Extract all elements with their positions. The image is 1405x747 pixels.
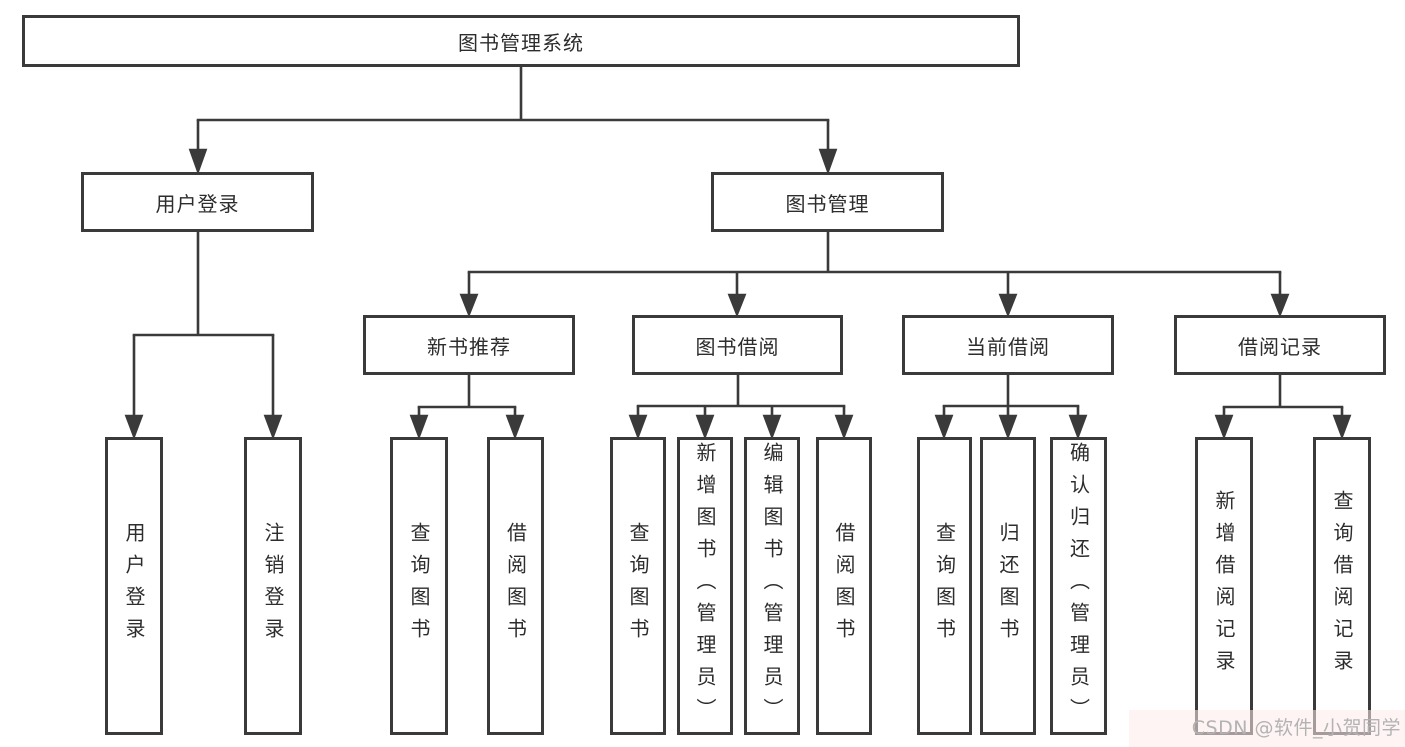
watermark: CSDN @软件_小贺同学 [1191,717,1401,739]
leaf-query-borrow-record: 查询借阅记录 [1313,437,1371,735]
node-root: 图书管理系统 [22,15,1020,67]
leaf-query-books-2: 查询图书 [610,437,666,735]
leaf-borrow-books-2: 借阅图书 [816,437,872,735]
node-user-login: 用户登录 [81,172,314,232]
leaf-add-borrow-record: 新增借阅记录 [1195,437,1253,735]
leaf-add-books-admin: 新增图书（管理员） [677,437,733,735]
leaf-logout: 注销登录 [244,437,302,735]
node-borrowing-records: 借阅记录 [1174,315,1386,375]
node-book-borrowing: 图书借阅 [632,315,843,375]
leaf-query-books-3: 查询图书 [917,437,972,735]
node-new-book-recommend: 新书推荐 [363,315,575,375]
leaf-query-books-1: 查询图书 [390,437,448,735]
node-current-borrowing: 当前借阅 [902,315,1114,375]
leaf-edit-books-admin: 编辑图书（管理员） [744,437,800,735]
leaf-borrow-books-1: 借阅图书 [487,437,544,735]
node-book-management: 图书管理 [711,172,944,232]
leaf-confirm-return-admin: 确认归还（管理员） [1050,437,1107,735]
leaf-return-books: 归还图书 [980,437,1036,735]
leaf-user-login: 用户登录 [105,437,163,735]
watermark-tint [1129,710,1405,747]
